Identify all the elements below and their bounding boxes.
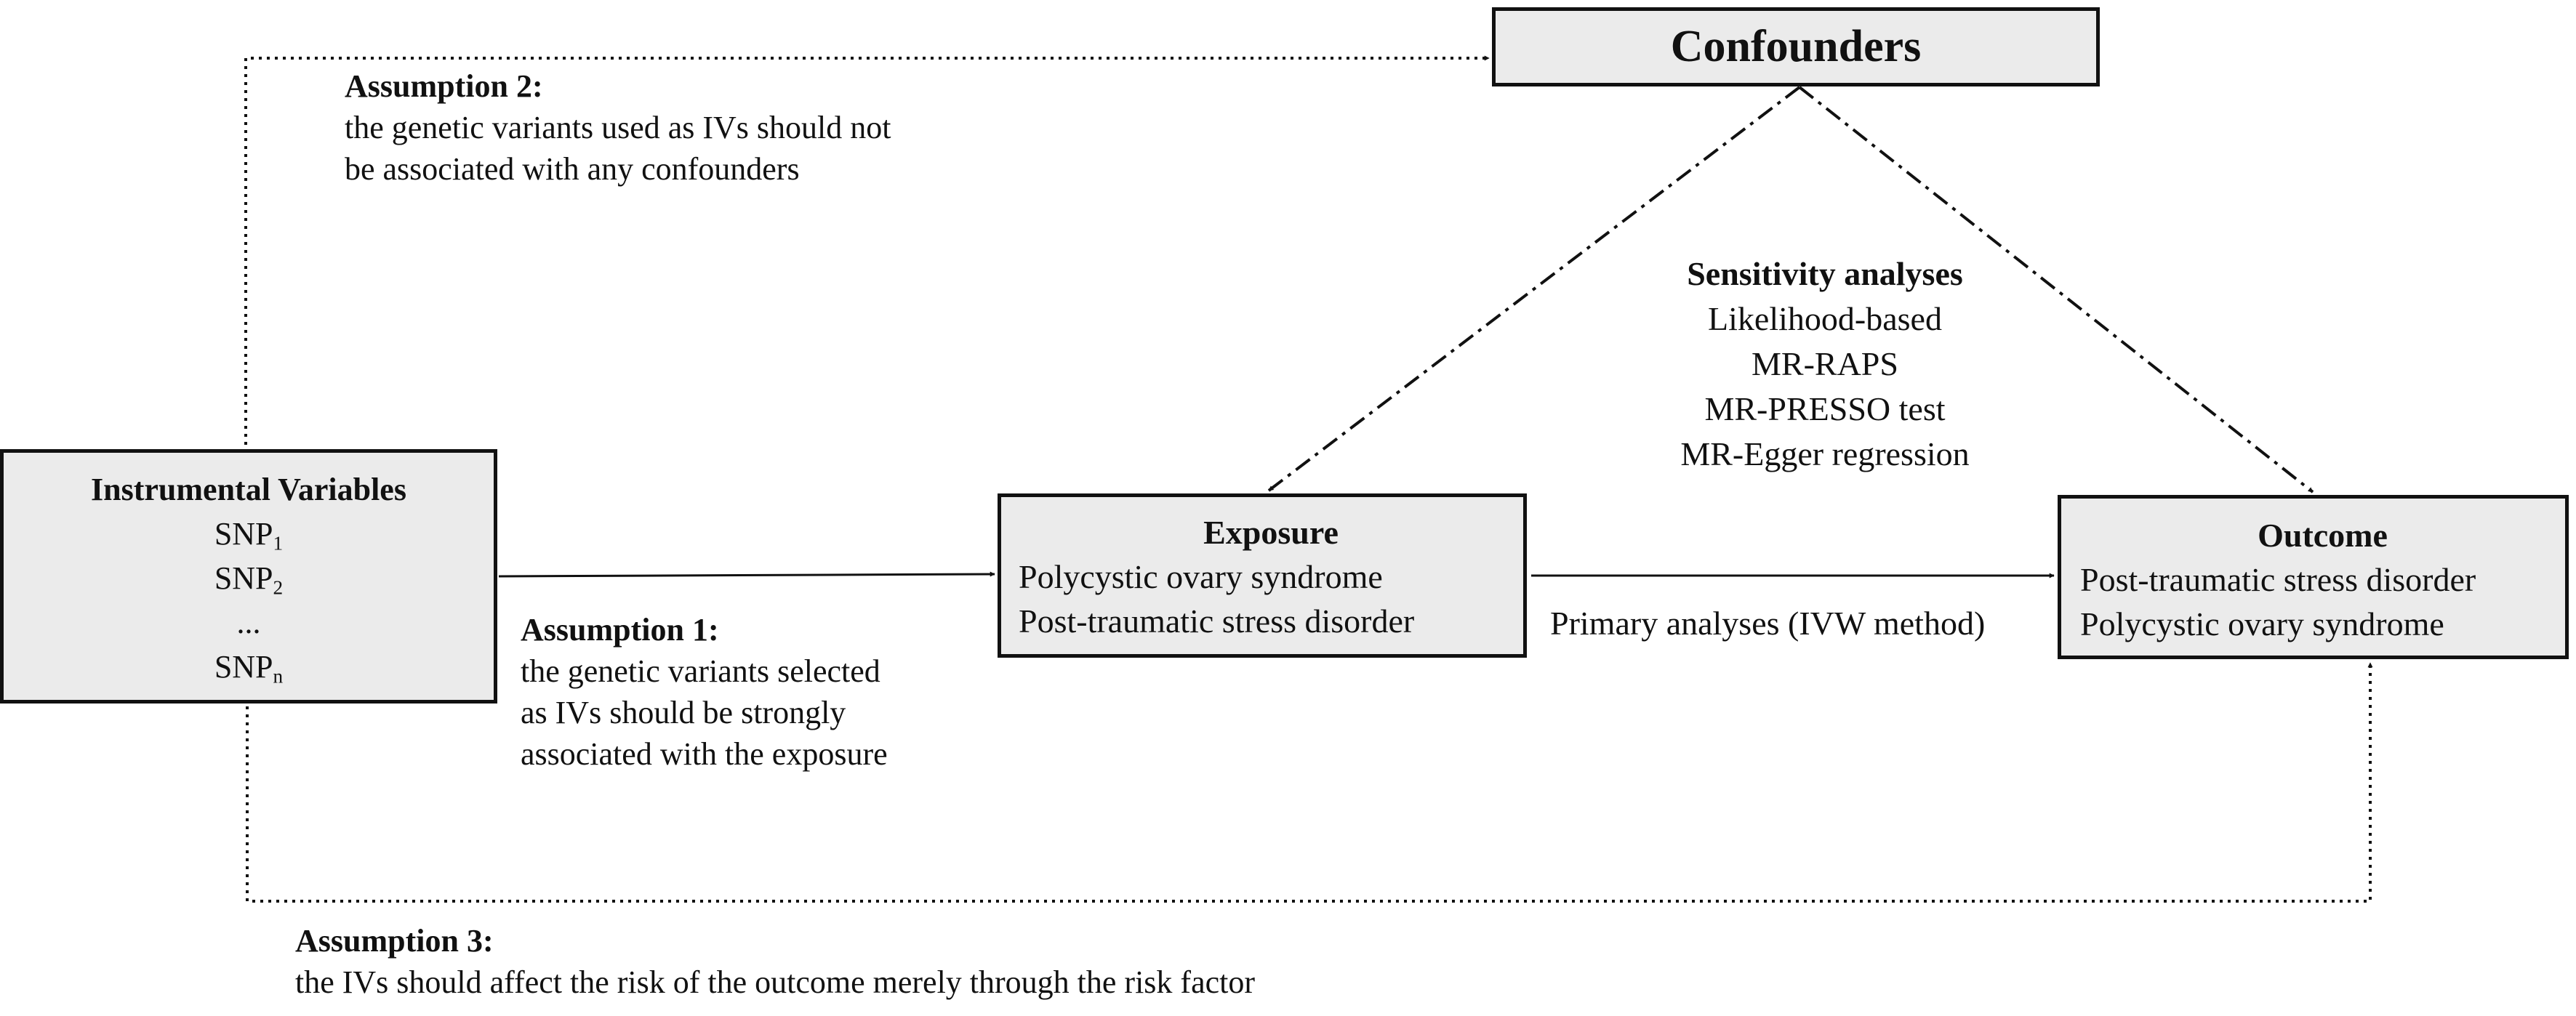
outcome-line-1: Post-traumatic stress disorder bbox=[2080, 561, 2476, 598]
exposure-line-1: Polycystic ovary syndrome bbox=[1019, 558, 1383, 595]
outcome-title: Outcome bbox=[2258, 517, 2388, 554]
outcome-box: Outcome Post-traumatic stress disorder P… bbox=[2058, 495, 2569, 659]
sensitivity-title: Sensitivity analyses bbox=[1687, 255, 1963, 292]
arrow-iv-to-exposure bbox=[498, 571, 995, 578]
assumption-3: Assumption 3: the IVs should affect the … bbox=[295, 920, 1255, 1003]
primary-analyses-label: Primary analyses (IVW method) bbox=[1550, 605, 1986, 642]
assumption-1-line-2: as IVs should be strongly bbox=[521, 695, 846, 730]
sensitivity-method-3: MR-PRESSO test bbox=[1704, 390, 1946, 427]
arrow-iv-to-outcome bbox=[246, 662, 2373, 903]
iv-item-snp-n: SNPn bbox=[214, 649, 284, 688]
instrumental-variables-title: Instrumental Variables bbox=[91, 472, 406, 507]
assumption-1: Assumption 1: the genetic variants selec… bbox=[521, 609, 888, 775]
assumption-2-line-2: be associated with any confounders bbox=[345, 151, 800, 187]
sensitivity-analyses: Sensitivity analyses Likelihood-based MR… bbox=[1680, 251, 1969, 477]
assumption-3-title: Assumption 3: bbox=[295, 923, 494, 959]
assumption-2-line-1: the genetic variants used as IVs should … bbox=[345, 110, 891, 145]
assumption-1-line-1: the genetic variants selected bbox=[521, 653, 880, 689]
arrow-confounders-to-exposure bbox=[1267, 86, 1801, 492]
arrow-confounders-to-outcome bbox=[1798, 86, 2314, 493]
exposure-line-2: Post-traumatic stress disorder bbox=[1019, 602, 1415, 640]
assumption-2: Assumption 2: the genetic variants used … bbox=[345, 65, 891, 190]
assumption-2-title: Assumption 2: bbox=[345, 68, 543, 104]
iv-item-snp-2: SNP2 bbox=[214, 560, 284, 599]
instrumental-variables-box: Instrumental Variables SNP1 SNP2 ... SNP… bbox=[0, 449, 497, 703]
confounders-title: Confounders bbox=[1670, 22, 1922, 71]
confounders-box: Confounders bbox=[1492, 7, 2100, 86]
assumption-1-title: Assumption 1: bbox=[521, 612, 719, 648]
arrow-iv-to-confounders bbox=[244, 55, 1490, 445]
sensitivity-method-1: Likelihood-based bbox=[1708, 300, 1942, 337]
sensitivity-method-2: MR-RAPS bbox=[1752, 345, 1898, 382]
sensitivity-method-4: MR-Egger regression bbox=[1680, 435, 1970, 472]
iv-item-ellipsis: ... bbox=[236, 605, 261, 640]
exposure-title: Exposure bbox=[1203, 514, 1339, 551]
assumption-1-line-3: associated with the exposure bbox=[521, 736, 888, 772]
outcome-line-2: Polycystic ovary syndrome bbox=[2080, 605, 2444, 642]
assumption-3-line-1: the IVs should affect the risk of the ou… bbox=[295, 964, 1256, 1000]
iv-item-snp-1: SNP1 bbox=[214, 516, 284, 555]
exposure-box: Exposure Polycystic ovary syndrome Post-… bbox=[998, 493, 1527, 658]
